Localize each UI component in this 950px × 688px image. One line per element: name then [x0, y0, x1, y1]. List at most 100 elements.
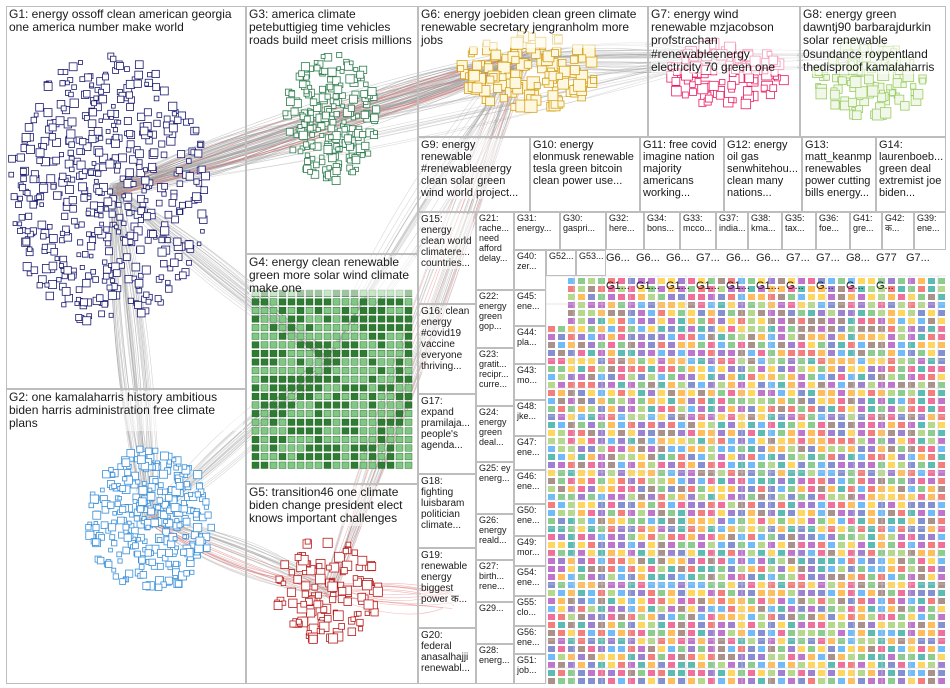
node: [608, 558, 615, 564]
node: [858, 334, 865, 340]
node: [838, 470, 845, 476]
group-panel-g23: G23: gratit... recipr... curre...: [476, 348, 514, 406]
node: [878, 550, 885, 556]
node: [768, 334, 775, 340]
node: [360, 90, 368, 98]
node: [728, 366, 735, 372]
node: [126, 210, 133, 217]
node: [404, 341, 413, 349]
node: [928, 366, 935, 372]
node: [92, 538, 100, 546]
node: [668, 414, 675, 420]
node: [688, 310, 695, 316]
node: [332, 427, 341, 435]
node: [928, 438, 935, 444]
node: [86, 195, 92, 200]
node: [918, 470, 925, 476]
node: [768, 414, 775, 420]
node: [618, 358, 625, 364]
node: [668, 534, 675, 540]
node: [82, 251, 89, 258]
small-group-label: G...: [816, 280, 834, 292]
node: [798, 550, 805, 556]
node: [43, 108, 53, 118]
node: [818, 590, 825, 596]
node: [688, 662, 695, 668]
node: [888, 390, 895, 396]
node: [39, 183, 49, 193]
node: [838, 542, 845, 548]
node: [698, 678, 705, 684]
node: [343, 134, 352, 143]
node: [60, 105, 67, 112]
node: [918, 670, 925, 676]
node: [658, 614, 665, 620]
node: [858, 582, 865, 588]
node: [185, 200, 193, 208]
node: [323, 324, 332, 332]
node: [314, 461, 323, 469]
node: [918, 350, 925, 356]
node: [198, 165, 206, 173]
node: [588, 406, 595, 412]
node: [8, 171, 15, 178]
node: [738, 614, 745, 620]
node: [608, 598, 615, 604]
node: [368, 332, 377, 340]
node: [698, 478, 705, 484]
node: [618, 478, 625, 484]
node: [858, 494, 865, 500]
node: [296, 444, 305, 452]
node: [588, 526, 595, 532]
node: [618, 646, 625, 652]
node: [598, 406, 605, 412]
node: [598, 654, 605, 660]
node: [377, 298, 386, 306]
node: [395, 332, 404, 340]
node: [377, 307, 386, 314]
node: [698, 382, 705, 388]
node: [718, 502, 725, 508]
node: [96, 294, 104, 302]
node: [768, 462, 775, 468]
node: [368, 367, 377, 375]
node: [638, 502, 645, 508]
node: [156, 488, 163, 495]
node: [598, 302, 605, 308]
node: [100, 521, 109, 529]
node: [548, 598, 555, 604]
node: [808, 454, 815, 460]
node: [798, 606, 805, 612]
node: [628, 678, 635, 684]
node: [698, 446, 705, 452]
node: [386, 427, 395, 435]
node: [628, 310, 635, 316]
node: [618, 654, 625, 660]
cluster-g2-nodes: [85, 445, 215, 591]
node: [598, 358, 605, 364]
node: [251, 461, 260, 469]
node: [341, 384, 350, 392]
node: [395, 393, 404, 400]
node: [323, 298, 332, 306]
node: [86, 231, 92, 237]
node: [260, 453, 269, 461]
node: [868, 646, 875, 652]
node: [858, 590, 865, 596]
node: [53, 191, 62, 200]
node: [359, 298, 368, 306]
node: [588, 334, 595, 340]
node: [798, 334, 805, 340]
node: [145, 524, 151, 530]
node: [878, 518, 885, 524]
node: [404, 375, 413, 383]
node: [658, 502, 665, 508]
node: [908, 390, 915, 396]
node: [858, 398, 865, 404]
node: [558, 398, 565, 404]
node: [888, 422, 895, 428]
node: [296, 453, 305, 461]
node: [305, 461, 314, 469]
node: [778, 398, 785, 404]
node: [395, 341, 404, 349]
